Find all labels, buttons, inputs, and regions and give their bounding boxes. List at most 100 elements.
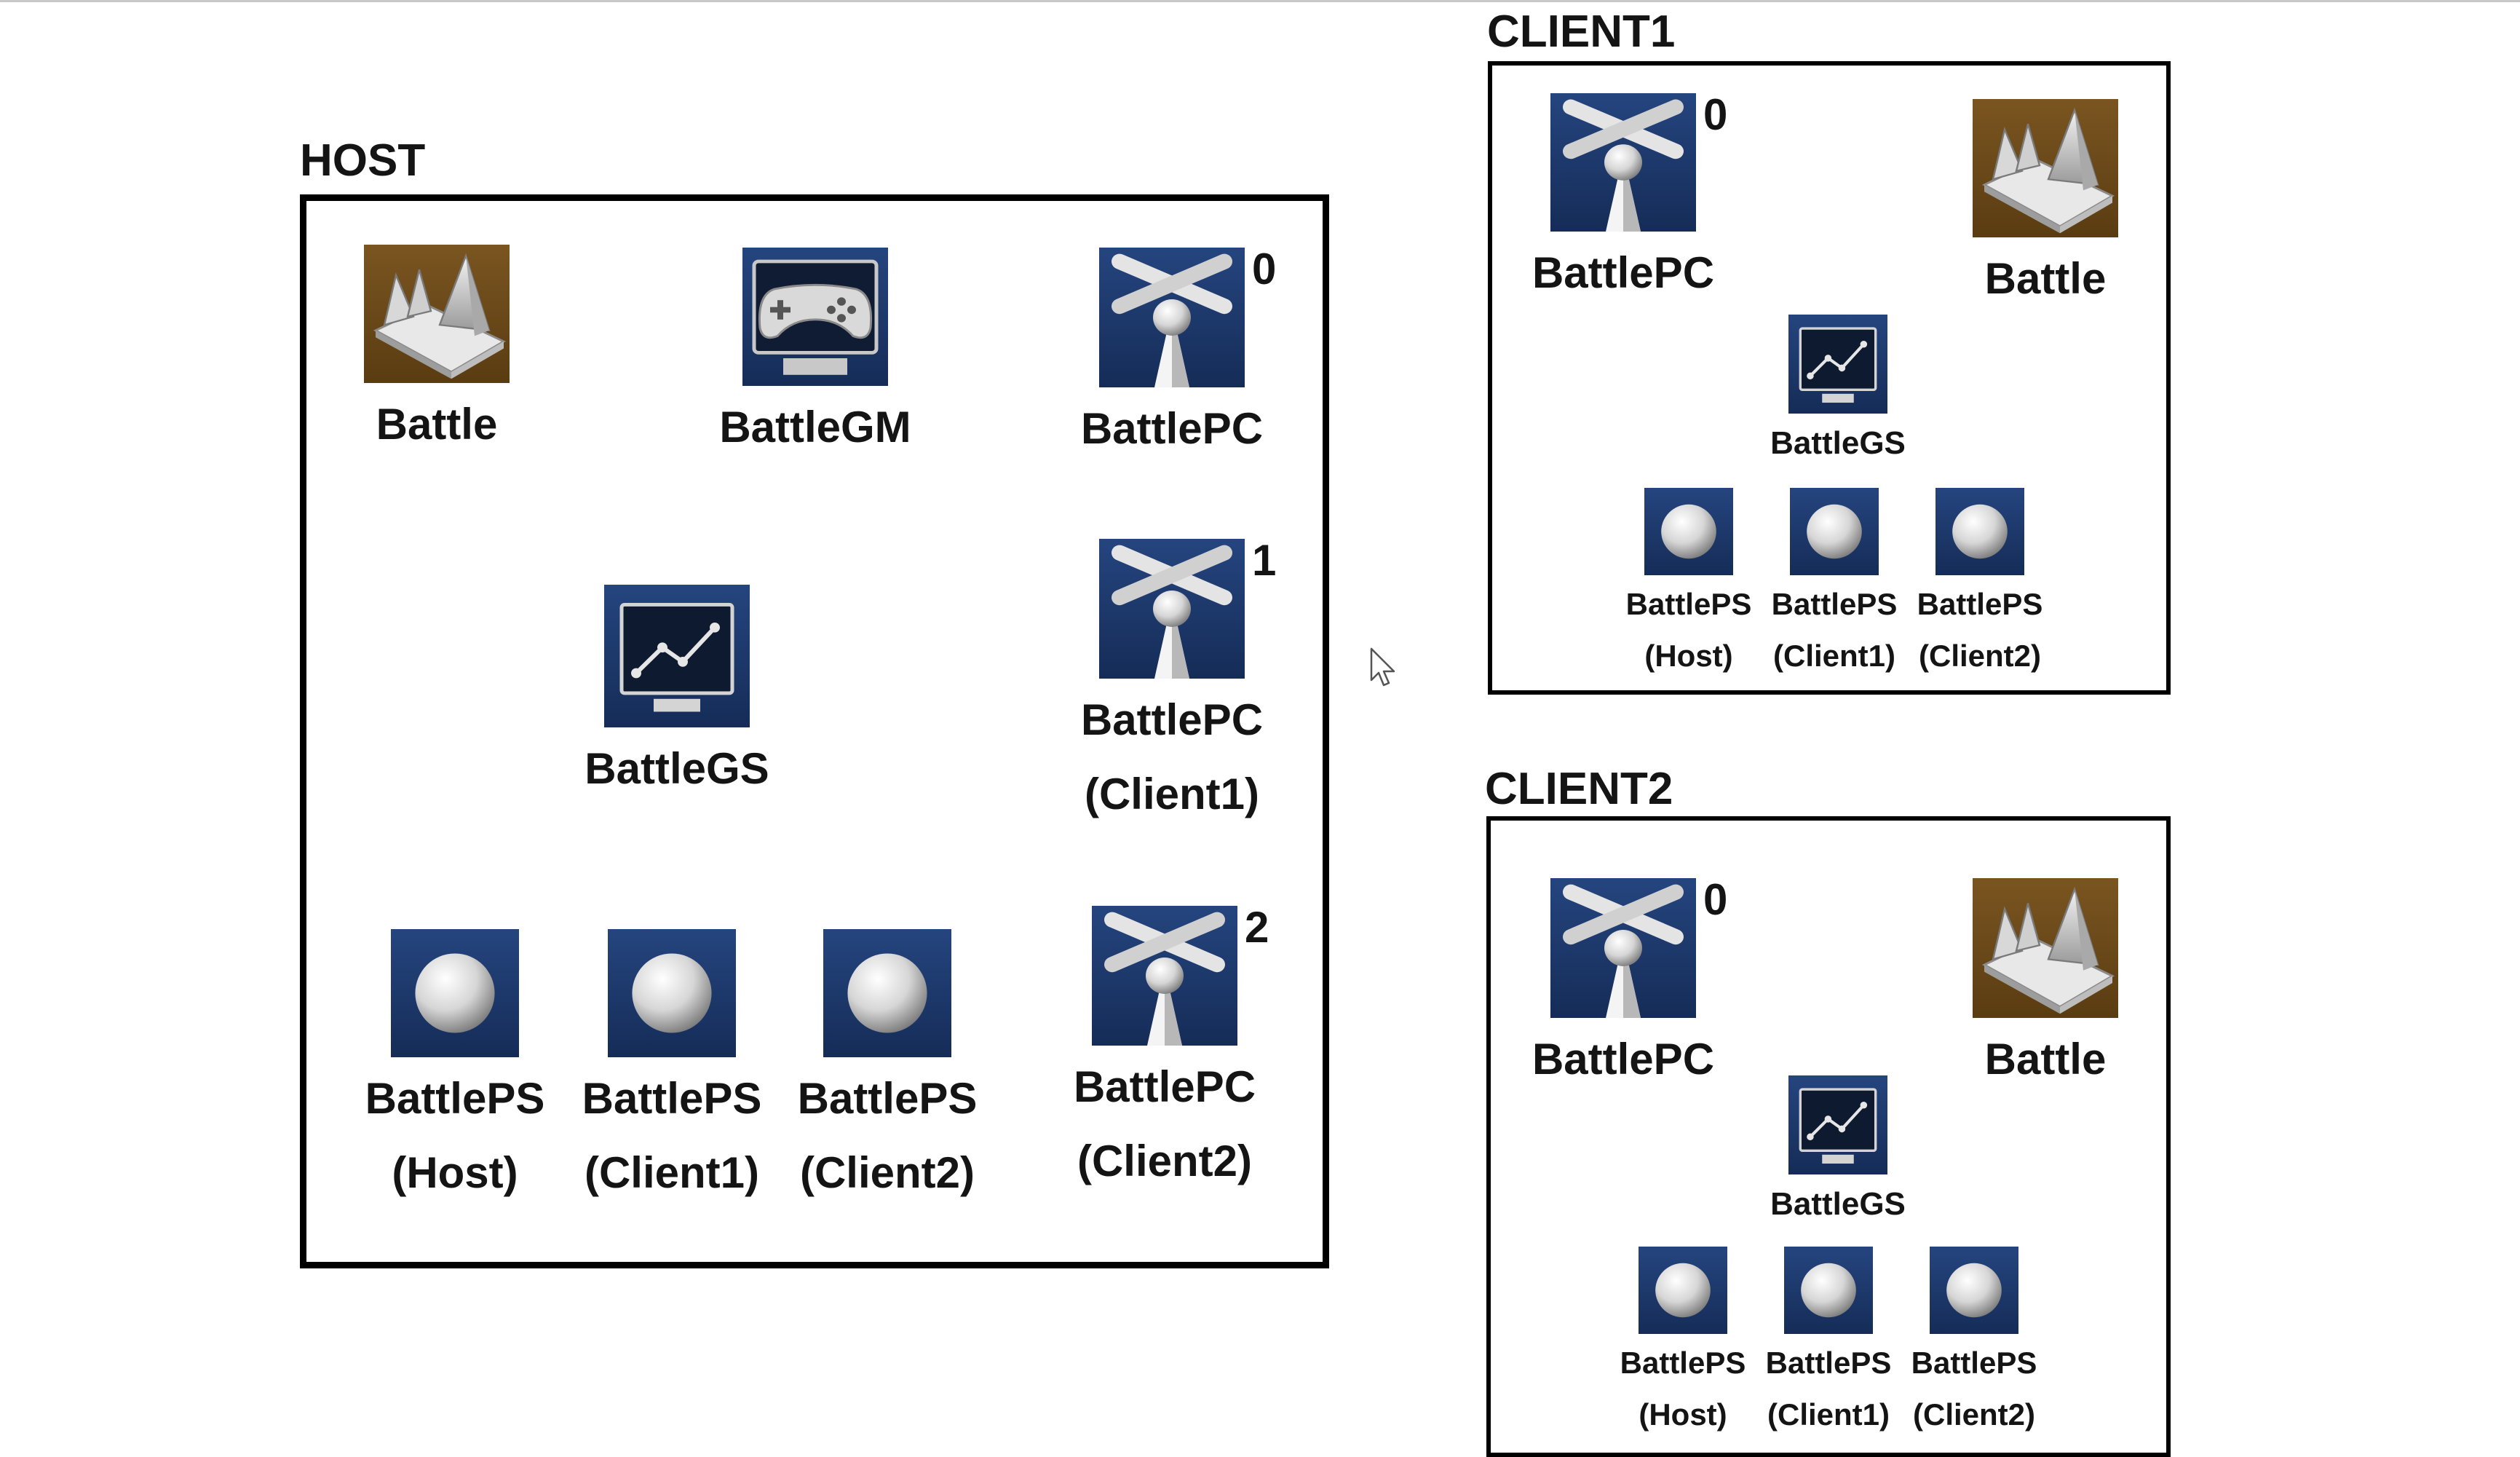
host-box — [300, 194, 1329, 1268]
host-node-battleps-host: BattlePS (Host) — [342, 929, 568, 1210]
node-name: BattlePS — [1620, 1346, 1746, 1380]
level-icon — [364, 245, 510, 383]
sphere-icon — [1790, 488, 1879, 575]
sphere-icon — [1935, 488, 2024, 575]
pawn-icon: 0 — [1550, 878, 1727, 1018]
node-name: BattleGS — [585, 744, 769, 793]
node-name: BattlePS — [582, 1074, 762, 1123]
node-label: BattlePS(Host) — [1626, 578, 1752, 682]
instance-index: 0 — [1252, 245, 1277, 293]
top-divider — [0, 0, 2520, 2]
node-label: Battle — [1985, 242, 2107, 316]
sphere-icon — [1639, 1247, 1727, 1334]
host-node-battlegs: BattleGS — [539, 585, 815, 806]
node-name: BattlePS — [1911, 1346, 2037, 1380]
node-label: BattlePS (Client1) — [582, 1062, 762, 1210]
node-qualifier: (Client1) — [1773, 639, 1895, 674]
client2-node-battlegs: BattleGS — [1747, 1075, 1929, 1232]
node-name: BattlePS — [365, 1074, 545, 1123]
client1-title: CLIENT1 — [1487, 7, 1676, 57]
node-label: BattlePC — [1081, 392, 1263, 466]
client2-node-battleps-client1: BattlePS (Client1) — [1756, 1247, 1901, 1441]
host-node-battlegm: BattleGM — [670, 248, 961, 465]
client2-node-battle: Battle — [1936, 878, 2155, 1097]
node-name: BattlePC — [1080, 695, 1264, 744]
gamepad-icon — [742, 248, 888, 386]
node-label: BattlePS (Client2) — [1917, 578, 2043, 682]
node-name: BattlePC — [1073, 1062, 1256, 1111]
instance-index: 2 — [1245, 903, 1269, 952]
client1-box — [1488, 61, 2171, 695]
node-label: BattlePC (Client1) — [1081, 683, 1263, 832]
client1-node-battleps-client2: BattlePS (Client2) — [1907, 488, 2053, 682]
instance-index: 0 — [1703, 875, 1728, 924]
node-name: BattleGS — [1770, 1186, 1906, 1222]
node-label: BattlePS (Host) — [365, 1062, 545, 1210]
level-icon — [1973, 878, 2118, 1018]
node-qualifier: (Client1) — [1767, 1397, 1890, 1432]
node-name: BattlePS — [1917, 587, 2043, 621]
client1-node-battle: Battle — [1936, 99, 2155, 316]
node-name: BattlePS — [1625, 587, 1752, 621]
node-name: Battle — [1984, 1035, 2107, 1083]
node-label: BattleGS — [1770, 1177, 1906, 1232]
level-icon — [1973, 99, 2118, 237]
node-qualifier: (Client2) — [1913, 1397, 2035, 1432]
mouse-cursor-icon — [1370, 647, 1395, 687]
host-title: HOST — [300, 135, 426, 186]
node-label: BattleGM — [719, 390, 911, 465]
client1-node-battlegs: BattleGS — [1747, 315, 1929, 471]
instance-index: 0 — [1703, 90, 1728, 139]
node-label: BattlePS (Host) — [1620, 1337, 1746, 1441]
instance-index: 1 — [1252, 536, 1277, 585]
node-name: BattlePS — [1765, 1346, 1892, 1380]
sphere-icon — [391, 929, 519, 1057]
sphere-icon — [608, 929, 736, 1057]
node-name: Battle — [1984, 254, 2107, 303]
node-name: BattleGM — [719, 403, 911, 451]
pawn-icon: 0 — [1550, 93, 1727, 232]
node-name: Battle — [376, 400, 498, 449]
client1-node-battleps-host: BattlePS(Host) — [1616, 488, 1762, 682]
node-name: BattlePC — [1532, 1035, 1715, 1083]
node-label: BattlePC(Client2) — [1074, 1050, 1256, 1199]
sphere-icon — [1784, 1247, 1873, 1334]
client1-node-battleps-client1: BattlePS (Client1) — [1762, 488, 1907, 682]
node-label: BattleGS — [1770, 416, 1906, 471]
node-label: BattlePS (Client2) — [798, 1062, 978, 1210]
node-name: BattleGS — [1770, 425, 1906, 461]
sphere-icon — [823, 929, 951, 1057]
pawn-icon: 1 — [1099, 539, 1276, 679]
client2-title: CLIENT2 — [1485, 764, 1673, 814]
host-node-battle: Battle — [349, 245, 524, 462]
host-node-battleps-client1: BattlePS (Client1) — [559, 929, 785, 1210]
graph-icon — [1788, 1075, 1887, 1174]
node-qualifier: (Host) — [1639, 1397, 1727, 1432]
node-qualifier: (Host) — [392, 1148, 518, 1197]
node-name: BattlePC — [1532, 248, 1715, 297]
pawn-icon: 0 — [1099, 248, 1276, 387]
pawn-icon: 2 — [1092, 906, 1269, 1046]
node-label: BattlePS (Client2) — [1911, 1337, 2037, 1441]
host-node-battleps-client2: BattlePS (Client2) — [774, 929, 1000, 1210]
node-label: BattlePS (Client1) — [1772, 578, 1898, 682]
node-qualifier: (Client1) — [1085, 770, 1259, 818]
graph-icon — [604, 585, 750, 727]
node-name: BattlePS — [1771, 587, 1898, 621]
node-qualifier: (Client1) — [585, 1148, 759, 1197]
node-qualifier: (Client2) — [1919, 639, 2041, 674]
node-name: BattlePS — [797, 1074, 978, 1123]
sphere-icon — [1644, 488, 1733, 575]
node-label: BattlePC — [1532, 1022, 1714, 1097]
node-qualifier: (Client2) — [800, 1148, 975, 1197]
sphere-icon — [1930, 1247, 2018, 1334]
node-label: Battle — [376, 387, 498, 462]
node-label: BattlePS (Client1) — [1766, 1337, 1892, 1441]
client2-node-battleps-client2: BattlePS (Client2) — [1901, 1247, 2047, 1441]
node-name: BattlePC — [1080, 404, 1264, 453]
